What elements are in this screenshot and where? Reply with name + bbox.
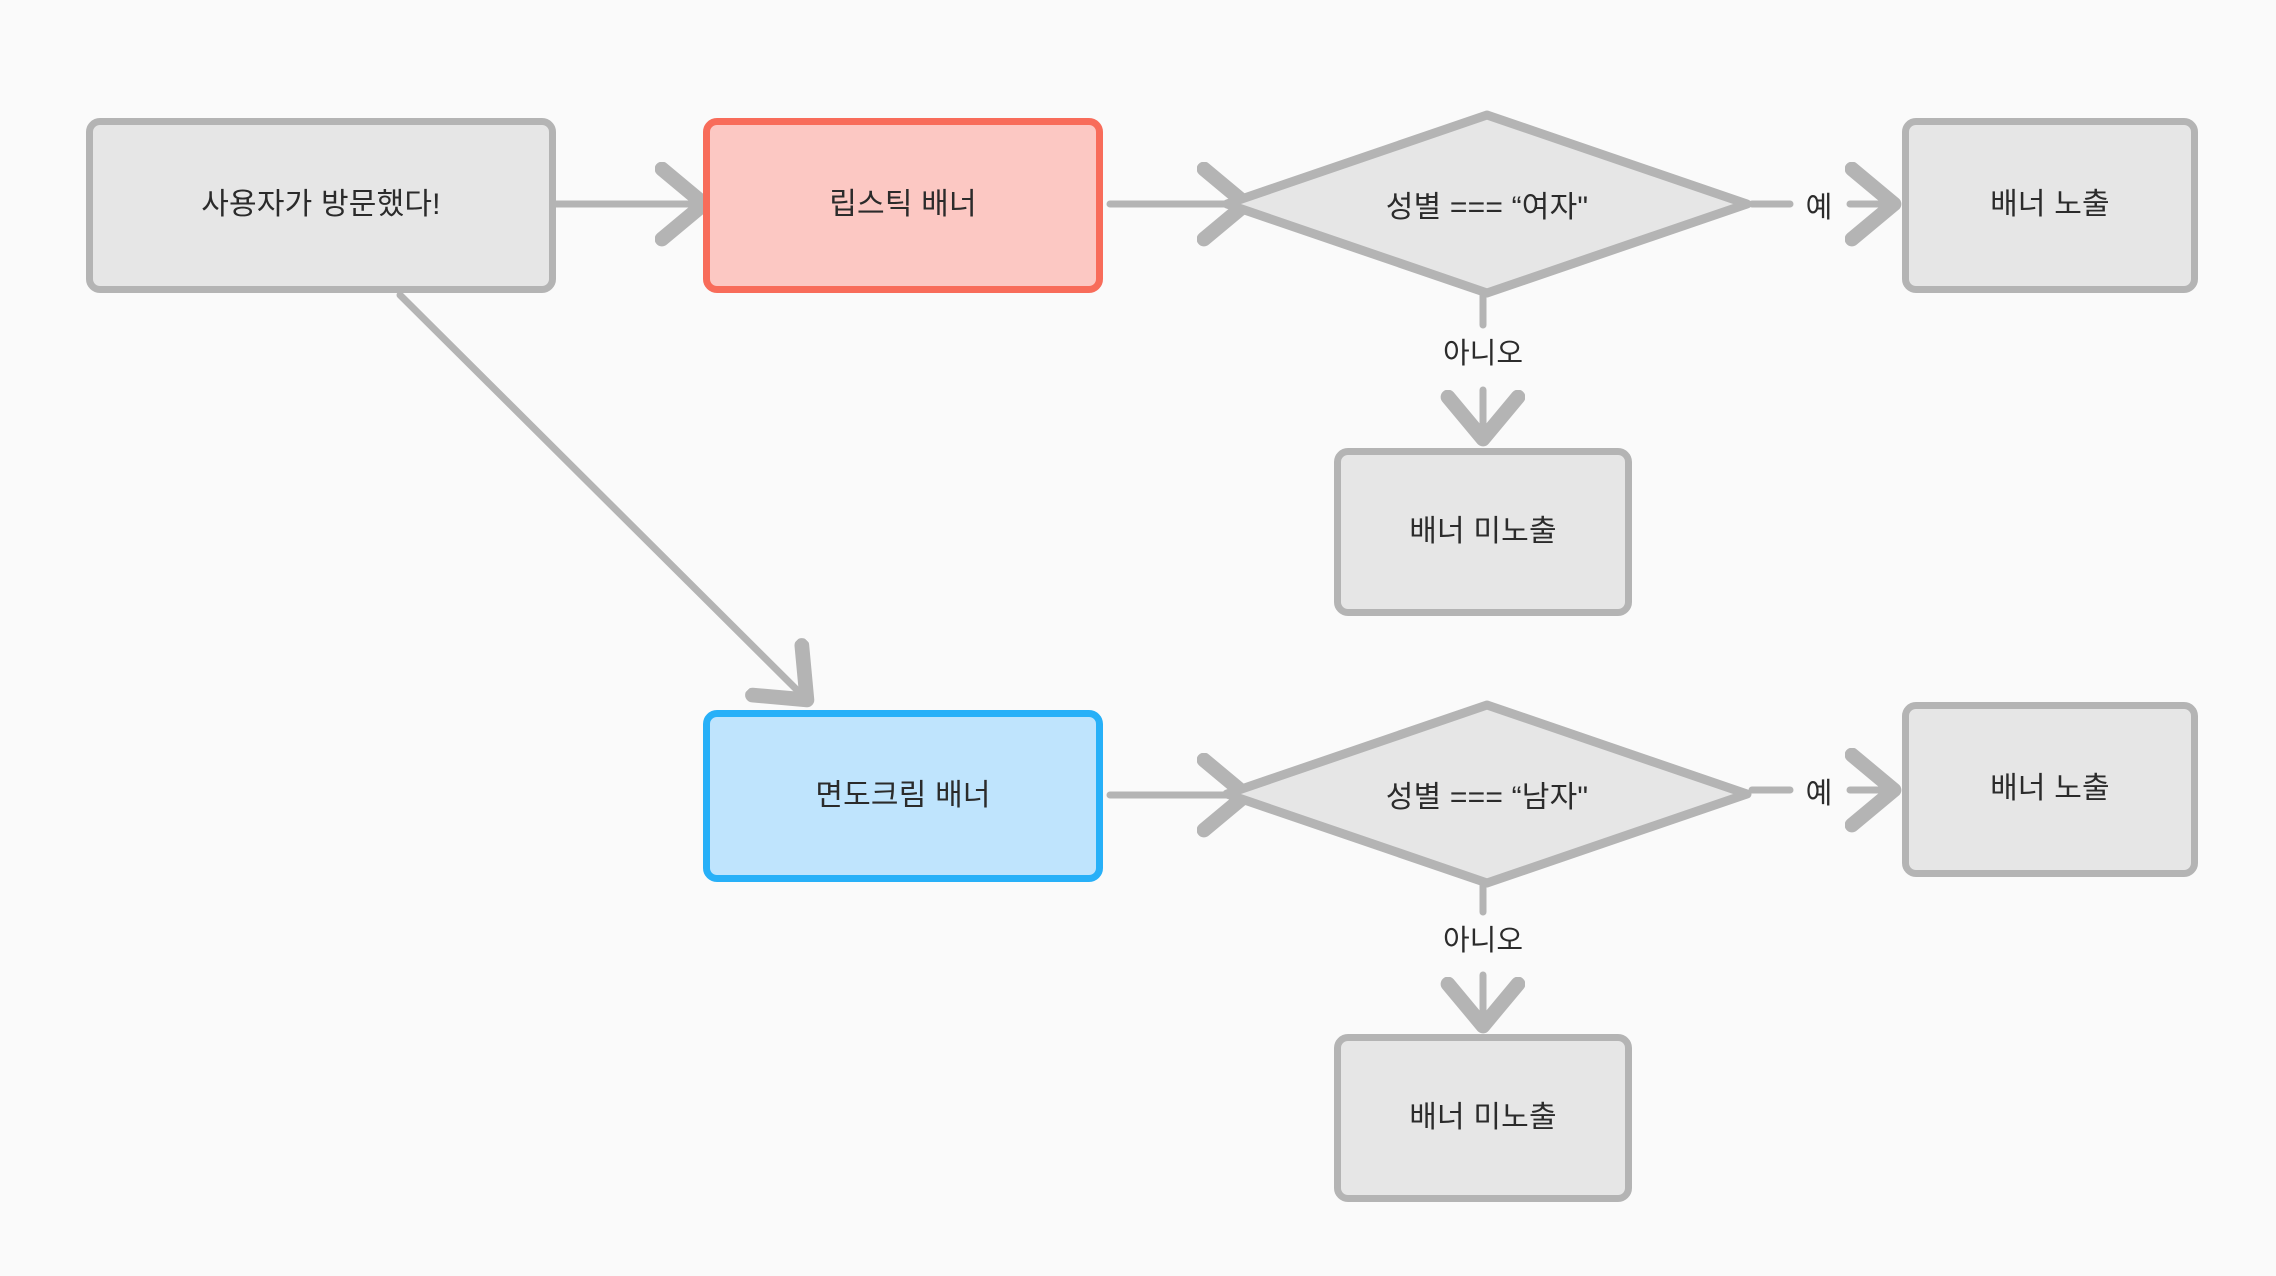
node-show-banner-female-label: 배너 노출 bbox=[1990, 188, 2110, 222]
node-hide-banner-female-label: 배너 미노출 bbox=[1409, 514, 1557, 548]
edge-label-female-yes-text: 예 bbox=[1805, 192, 1833, 224]
diamond-shape bbox=[1222, 110, 1752, 298]
node-hide-banner-male[interactable]: 배너 미노출 bbox=[1334, 1034, 1632, 1202]
edge-label-male-yes-text: 예 bbox=[1805, 778, 1833, 810]
node-shaving-cream-banner[interactable]: 면도크림 배너 bbox=[703, 710, 1103, 882]
node-show-banner-male[interactable]: 배너 노출 bbox=[1902, 702, 2198, 877]
edge-label-male-yes: 예 bbox=[1787, 770, 1851, 812]
node-show-banner-male-label: 배너 노출 bbox=[1990, 772, 2110, 806]
node-decision-female[interactable]: 성별 === “여자" bbox=[1222, 110, 1752, 298]
node-lipstick-banner[interactable]: 립스틱 배너 bbox=[703, 118, 1103, 293]
node-start-label: 사용자가 방문했다! bbox=[201, 188, 441, 222]
node-decision-female-label: 성별 === “여자" bbox=[1385, 191, 1589, 224]
node-hide-banner-female[interactable]: 배너 미노출 bbox=[1334, 448, 1632, 616]
diamond-shape bbox=[1222, 700, 1752, 888]
node-shaving-cream-banner-label: 면도크림 배너 bbox=[815, 778, 991, 812]
node-show-banner-female[interactable]: 배너 노출 bbox=[1902, 118, 2198, 293]
node-lipstick-banner-label: 립스틱 배너 bbox=[829, 188, 977, 222]
edge-start-to-shavingcream bbox=[396, 291, 797, 690]
node-start[interactable]: 사용자가 방문했다! bbox=[86, 118, 556, 293]
edge-label-male-no-text: 아니오 bbox=[1442, 925, 1524, 957]
edge-label-female-yes: 예 bbox=[1787, 184, 1851, 226]
edge-label-male-no: 아니오 bbox=[1421, 917, 1545, 959]
edge-label-female-no-text: 아니오 bbox=[1442, 338, 1524, 370]
node-hide-banner-male-label: 배너 미노출 bbox=[1409, 1100, 1557, 1134]
edge-label-female-no: 아니오 bbox=[1421, 330, 1545, 372]
node-decision-male-label: 성별 === “남자" bbox=[1385, 781, 1589, 814]
node-decision-male[interactable]: 성별 === “남자" bbox=[1222, 700, 1752, 888]
